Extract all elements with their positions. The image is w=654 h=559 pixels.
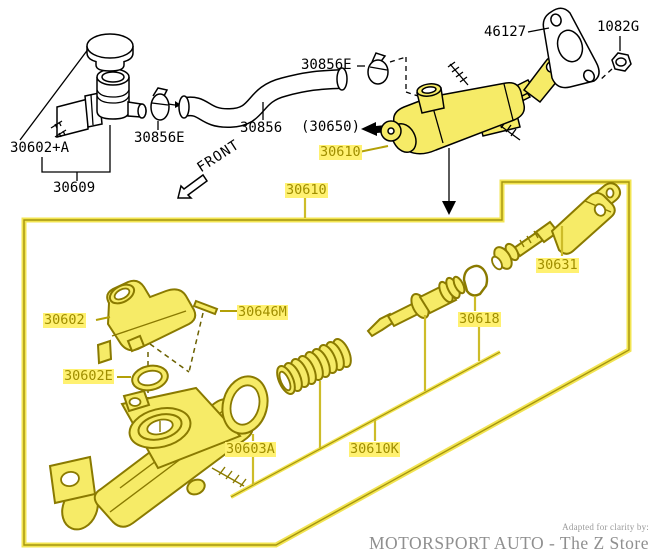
hose-drawing xyxy=(178,67,348,128)
stopper-pin-drawing xyxy=(192,299,237,316)
detail-box-border xyxy=(21,179,632,548)
bracket-studs xyxy=(50,120,67,138)
part-label-30618: 30618 xyxy=(458,311,501,327)
master-cylinder-assembly-drawing xyxy=(358,56,566,215)
part-label-30603A: 30603A xyxy=(225,441,276,457)
push-rod-drawing xyxy=(491,182,622,271)
cap-fitting-drawing xyxy=(95,279,197,365)
gasket-center-hole xyxy=(556,29,584,63)
part-label-30602E: 30602E xyxy=(63,368,114,384)
part-label-30631: 30631 xyxy=(536,257,579,273)
master-cylinder-body-drawing xyxy=(48,386,254,531)
part-label-30610-box: 30610 xyxy=(285,182,328,198)
hose-clamp-left-drawing xyxy=(150,87,181,130)
part-label-30610-top: 30610 xyxy=(319,144,362,160)
piston-drawing xyxy=(366,275,466,391)
clamp-position-dashes xyxy=(389,56,425,99)
snap-ring-drawing xyxy=(462,264,489,361)
part-label-46127: 46127 xyxy=(484,24,527,40)
leader-30602A xyxy=(19,39,96,141)
leader-46127 xyxy=(527,27,550,33)
part-label-30602: 30602 xyxy=(43,312,86,328)
part-label-30609: 30609 xyxy=(53,180,96,196)
clamp-pointer-arrow xyxy=(175,101,181,108)
part-label-30610K: 30610K xyxy=(349,441,400,457)
detail-down-arrow xyxy=(442,201,456,215)
credit-note: Adapted for clarity by: xyxy=(562,522,649,532)
part-label-1082G: 1082G xyxy=(597,19,640,35)
hose-clamp-top-drawing xyxy=(357,52,425,99)
body-stud xyxy=(211,466,247,488)
mount-bracket xyxy=(56,98,89,138)
rod-threads xyxy=(519,230,539,248)
credit-block: Adapted for clarity by: MOTORSPORT AUTO … xyxy=(369,522,649,554)
part-label-30602A: 30602+A xyxy=(10,140,70,156)
part-label-30856E-top: 30856E xyxy=(301,57,352,73)
spring-drawing xyxy=(276,338,352,448)
leader-30618 xyxy=(473,296,481,361)
repair-kit-line xyxy=(230,350,501,499)
part-label-30856E-left: 30856E xyxy=(134,130,185,146)
cap-oring-drawing xyxy=(117,364,169,392)
dust-seal-drawing xyxy=(221,375,269,485)
leader-30602 xyxy=(95,316,111,321)
front-direction-arrow xyxy=(177,173,209,199)
nut-position-dashes xyxy=(598,68,613,82)
reservoir-assembly-drawing xyxy=(19,33,147,181)
gasket-drawing xyxy=(527,7,600,89)
credit-store: MOTORSPORT AUTO - The Z Store xyxy=(368,533,649,553)
bracket-30602A xyxy=(41,125,111,173)
mc-stud-upper xyxy=(447,61,469,86)
reservoir-cap xyxy=(86,33,134,72)
part-label-30646M: 30646M xyxy=(237,304,288,320)
nut-drawing xyxy=(598,36,632,82)
part-label-30650-ref: (30650) xyxy=(301,119,361,135)
part-label-30856: 30856 xyxy=(240,120,283,136)
leader-30610-top xyxy=(358,145,389,153)
